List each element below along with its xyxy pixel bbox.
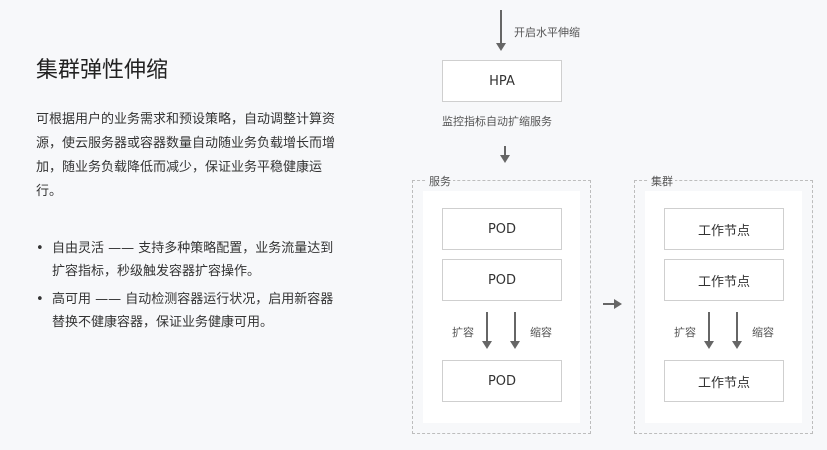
node-box-1: 工作节点 [664,208,784,250]
cluster-group-title: 集群 [649,173,675,189]
right-arrow-line [603,303,615,305]
top-arrow-head [496,43,506,51]
hpa-arrow-head [500,155,510,163]
node-box-3: 工作节点 [664,360,784,402]
right-arrow-head [614,299,622,309]
hpa-arrow-line [504,146,506,156]
hpa-box: HPA [442,60,562,102]
pod-box-2: POD [442,259,562,301]
top-arrow-line [500,10,502,44]
service-scale-down-label: 缩容 [530,326,552,339]
cluster-scale-down-label: 缩容 [752,326,774,339]
feature-list: 自由灵活 —— 支持多种策略配置，业务流量达到扩容指标，秒级触发容器扩容操作。 … [36,237,346,339]
service-scale-down-line [514,312,516,342]
pod-box-1: POD [442,208,562,250]
cluster-scale-down-arrow [732,341,742,349]
feature-item-flexible: 自由灵活 —— 支持多种策略配置，业务流量达到扩容指标，秒级触发容器扩容操作。 [36,237,346,283]
cluster-scale-up-label: 扩容 [674,326,696,339]
cluster-scale-up-line [708,312,710,342]
cluster-scale-up-arrow [704,341,714,349]
service-scale-up-arrow [482,341,492,349]
service-scale-up-line [486,312,488,342]
monitor-label: 监控指标自动扩缩服务 [442,115,552,128]
top-label: 开启水平伸缩 [514,26,580,39]
node-box-2: 工作节点 [664,259,784,301]
pod-box-3: POD [442,360,562,402]
cluster-scale-down-line [736,312,738,342]
page-title: 集群弹性伸缩 [36,58,169,83]
service-scale-down-arrow [510,341,520,349]
feature-item-high-availability: 高可用 —— 自动检测容器运行状况，启用新容器替换不健康容器，保证业务健康可用。 [36,288,346,334]
service-scale-up-label: 扩容 [452,326,474,339]
description: 可根据用户的业务需求和预设策略，自动调整计算资源，使云服务器或容器数量自动随业务… [36,112,336,199]
service-group-title: 服务 [427,173,453,189]
